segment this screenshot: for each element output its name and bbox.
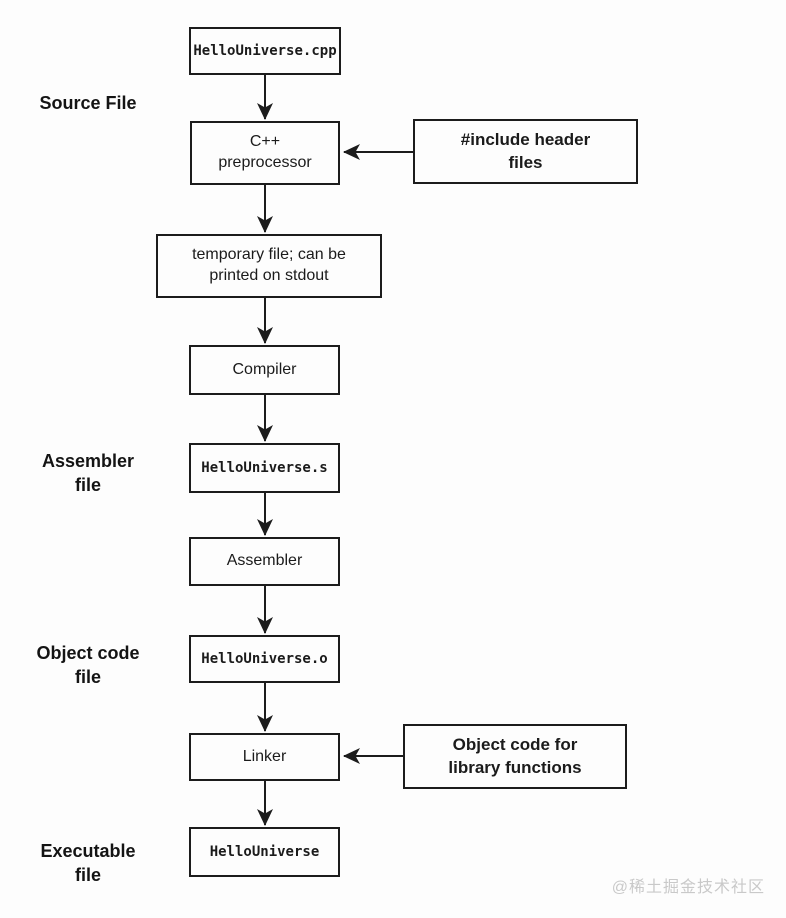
node-linker: Linker xyxy=(189,733,340,781)
stage-label-executable-file: Executable file xyxy=(40,841,136,885)
node-compiler: Compiler xyxy=(189,345,340,395)
node-temp-file: temporary file; can be printed on stdout xyxy=(156,234,382,298)
watermark-text: @稀土掘金技术社区 xyxy=(611,879,765,896)
stage-label-assembler-file: Assembler file xyxy=(41,451,135,495)
stage-label-object-code-file: Object code file xyxy=(36,643,140,687)
stage-label-source-file: Source File xyxy=(39,93,137,113)
node-source-file: HelloUniverse.cpp xyxy=(189,27,341,75)
node-include-headers: #include header files xyxy=(413,119,638,184)
node-assembler: Assembler xyxy=(189,537,340,586)
node-library-object-code: Object code for library functions xyxy=(403,724,627,789)
node-object-file: HelloUniverse.o xyxy=(189,635,340,683)
node-assembly-file: HelloUniverse.s xyxy=(189,443,340,493)
node-preprocessor: C++ preprocessor xyxy=(190,121,340,185)
node-executable: HelloUniverse xyxy=(189,827,340,877)
